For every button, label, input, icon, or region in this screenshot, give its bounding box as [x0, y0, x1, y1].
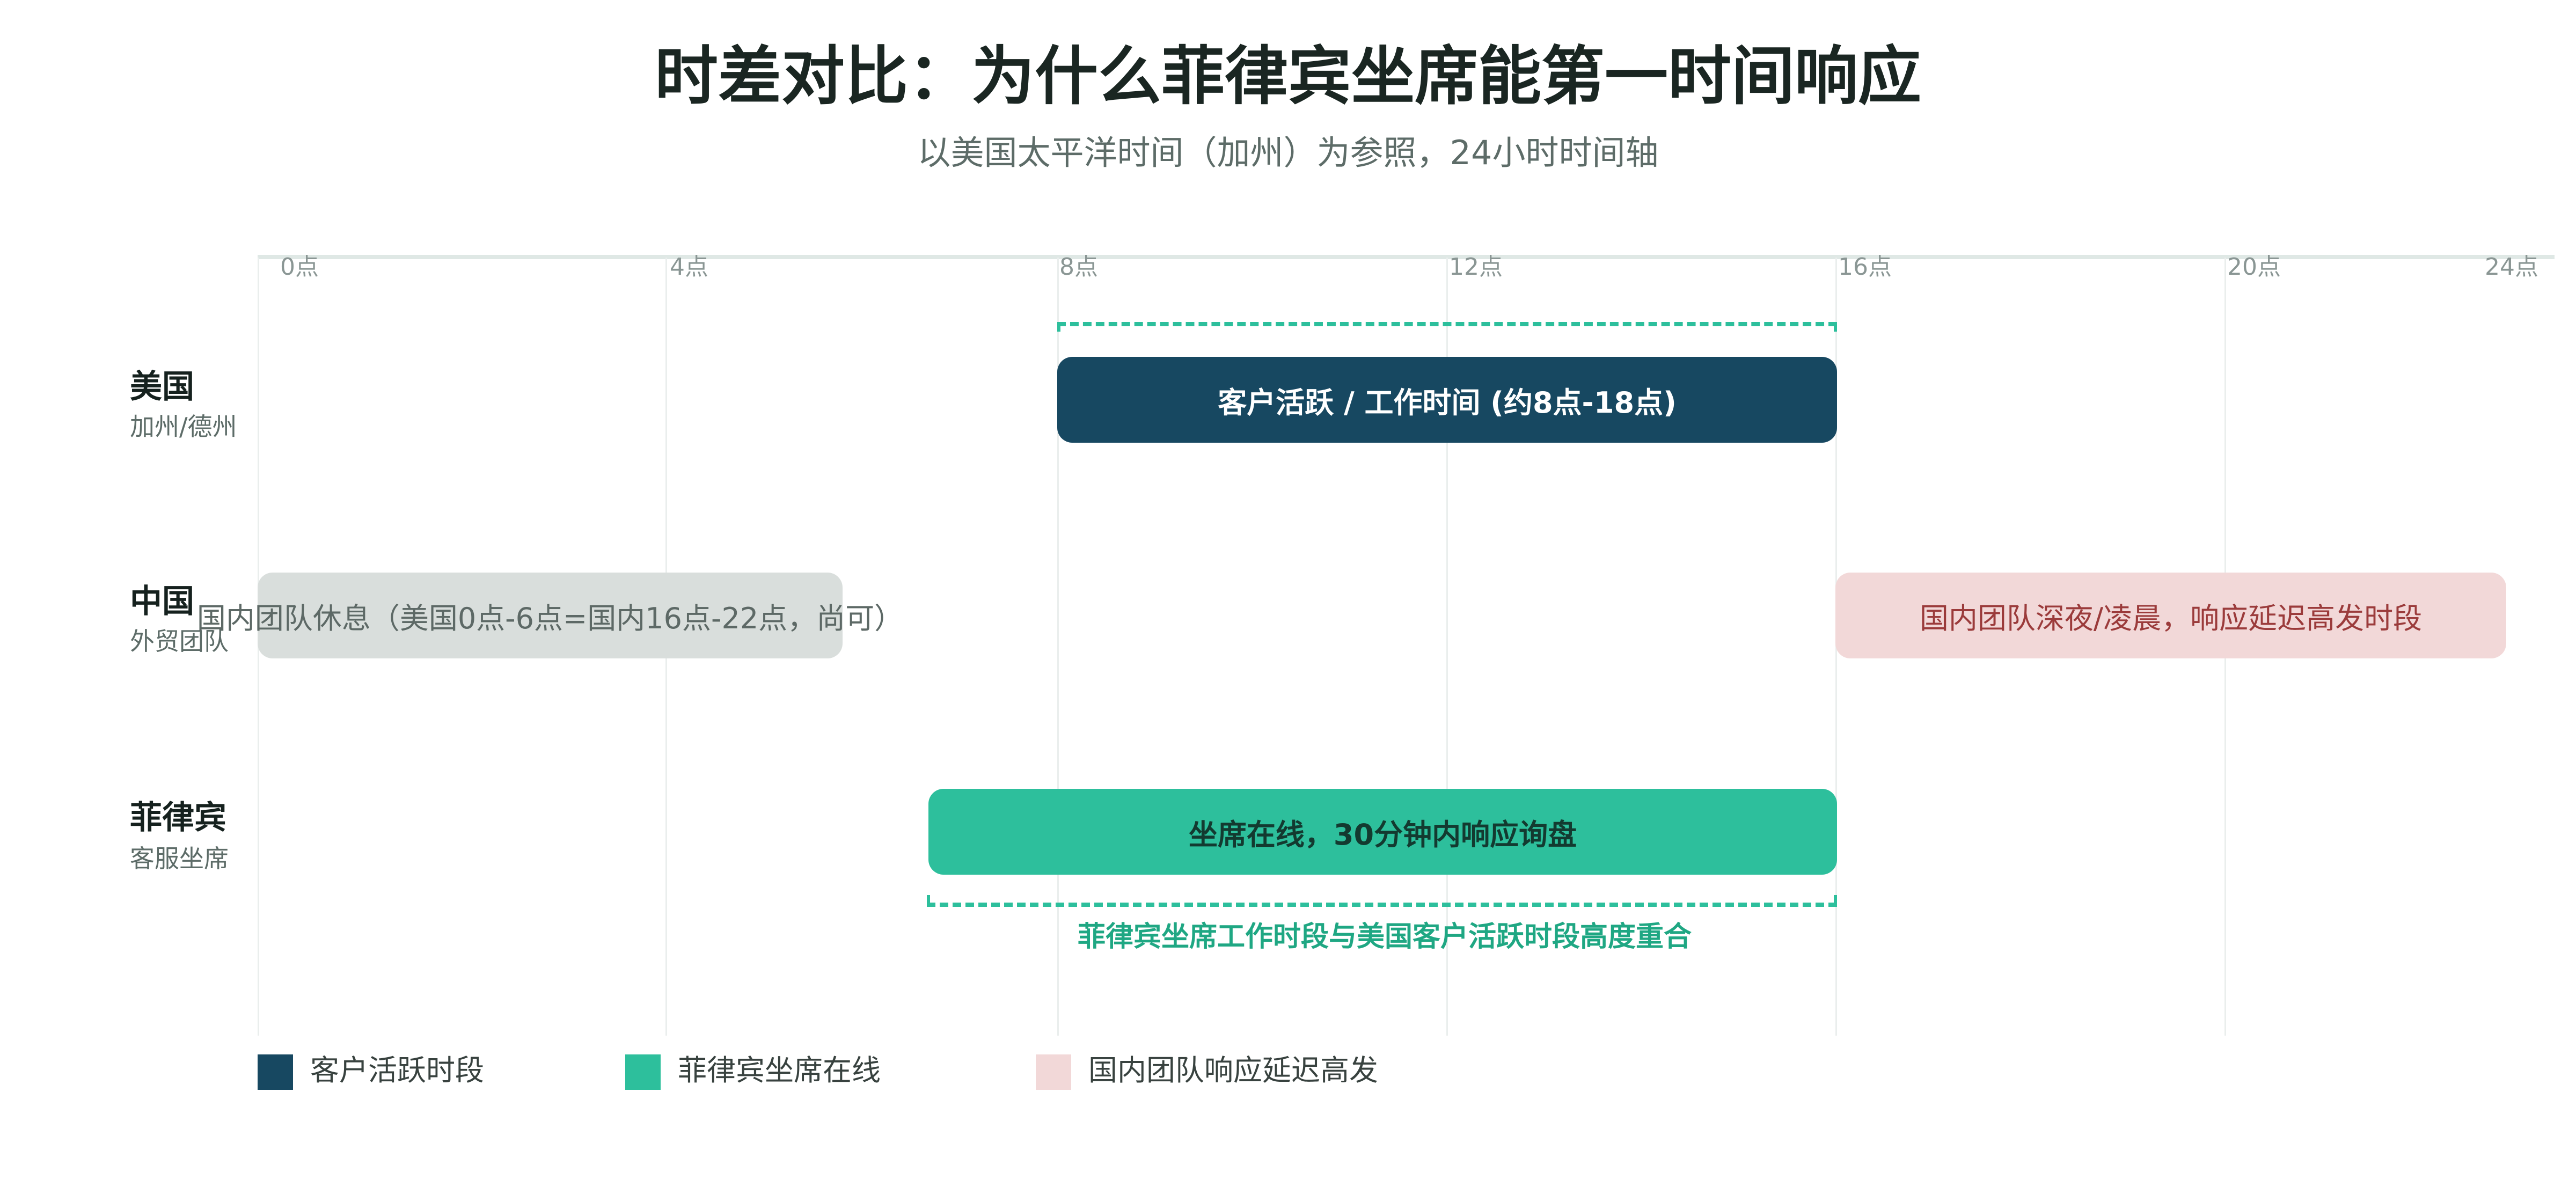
tick-label-0: 0点	[280, 253, 319, 281]
legend-label-customer-active: 客户活跃时段	[310, 1053, 484, 1087]
bar-us-active-label: 客户活跃 / 工作时间 (约8点-18点)	[1218, 385, 1677, 420]
tick-label-4: 4点	[670, 253, 708, 281]
page-title: 时差对比：为什么菲律宾坐席能第一时间响应	[654, 39, 1921, 113]
tick-label-24: 24点	[2485, 253, 2538, 281]
row-sublabel-us: 加州/德州	[130, 412, 237, 441]
row-label-cn: 中国	[130, 583, 194, 620]
legend-swatch-customer-active	[258, 1054, 293, 1090]
legend-label-ph-online: 菲律宾坐席在线	[678, 1053, 881, 1087]
tick-label-16: 16点	[1838, 253, 1892, 281]
grid-line-12	[1446, 258, 1448, 1036]
bar-cn-rest: 国内团队休息（美国0点-6点=国内16点-22点，尚可）	[197, 573, 903, 658]
time-axis	[258, 255, 2555, 259]
tick-label-8: 8点	[1059, 253, 1098, 281]
tick-label-12: 12点	[1449, 253, 1503, 281]
legend-swatch-ph-online	[625, 1054, 661, 1090]
page-subtitle: 以美国太平洋时间（加州）为参照，24小时时间轴	[917, 133, 1659, 172]
row-label-us: 美国	[130, 368, 194, 406]
overlap-bracket-top	[1057, 322, 1837, 332]
bar-ph-online: 坐席在线，30分钟内响应询盘	[928, 789, 1837, 875]
bar-ph-online-label: 坐席在线，30分钟内响应询盘	[1188, 817, 1577, 852]
row-sublabel-cn: 外贸团队	[130, 627, 229, 656]
grid-line-8	[1057, 258, 1059, 1036]
legend-label-cn-delay: 国内团队响应延迟高发	[1088, 1053, 1378, 1087]
bar-us-active: 客户活跃 / 工作时间 (约8点-18点)	[1057, 357, 1837, 443]
bar-cn-late-label: 国内团队深夜/凌晨，响应延迟高发时段	[1919, 601, 2423, 635]
row-sublabel-ph: 客服坐席	[130, 844, 229, 873]
bar-cn-late: 国内团队深夜/凌晨，响应延迟高发时段	[1835, 573, 2506, 658]
row-label-ph: 菲律宾	[130, 799, 226, 837]
tick-label-20: 20点	[2227, 253, 2281, 281]
overlap-note: 菲律宾坐席工作时段与美国客户活跃时段高度重合	[1077, 921, 1692, 953]
legend-swatch-cn-delay	[1036, 1054, 1071, 1090]
overlap-bracket-bottom	[927, 895, 1837, 907]
bar-cn-rest-label: 国内团队休息（美国0点-6点=国内16点-22点，尚可）	[196, 601, 904, 635]
